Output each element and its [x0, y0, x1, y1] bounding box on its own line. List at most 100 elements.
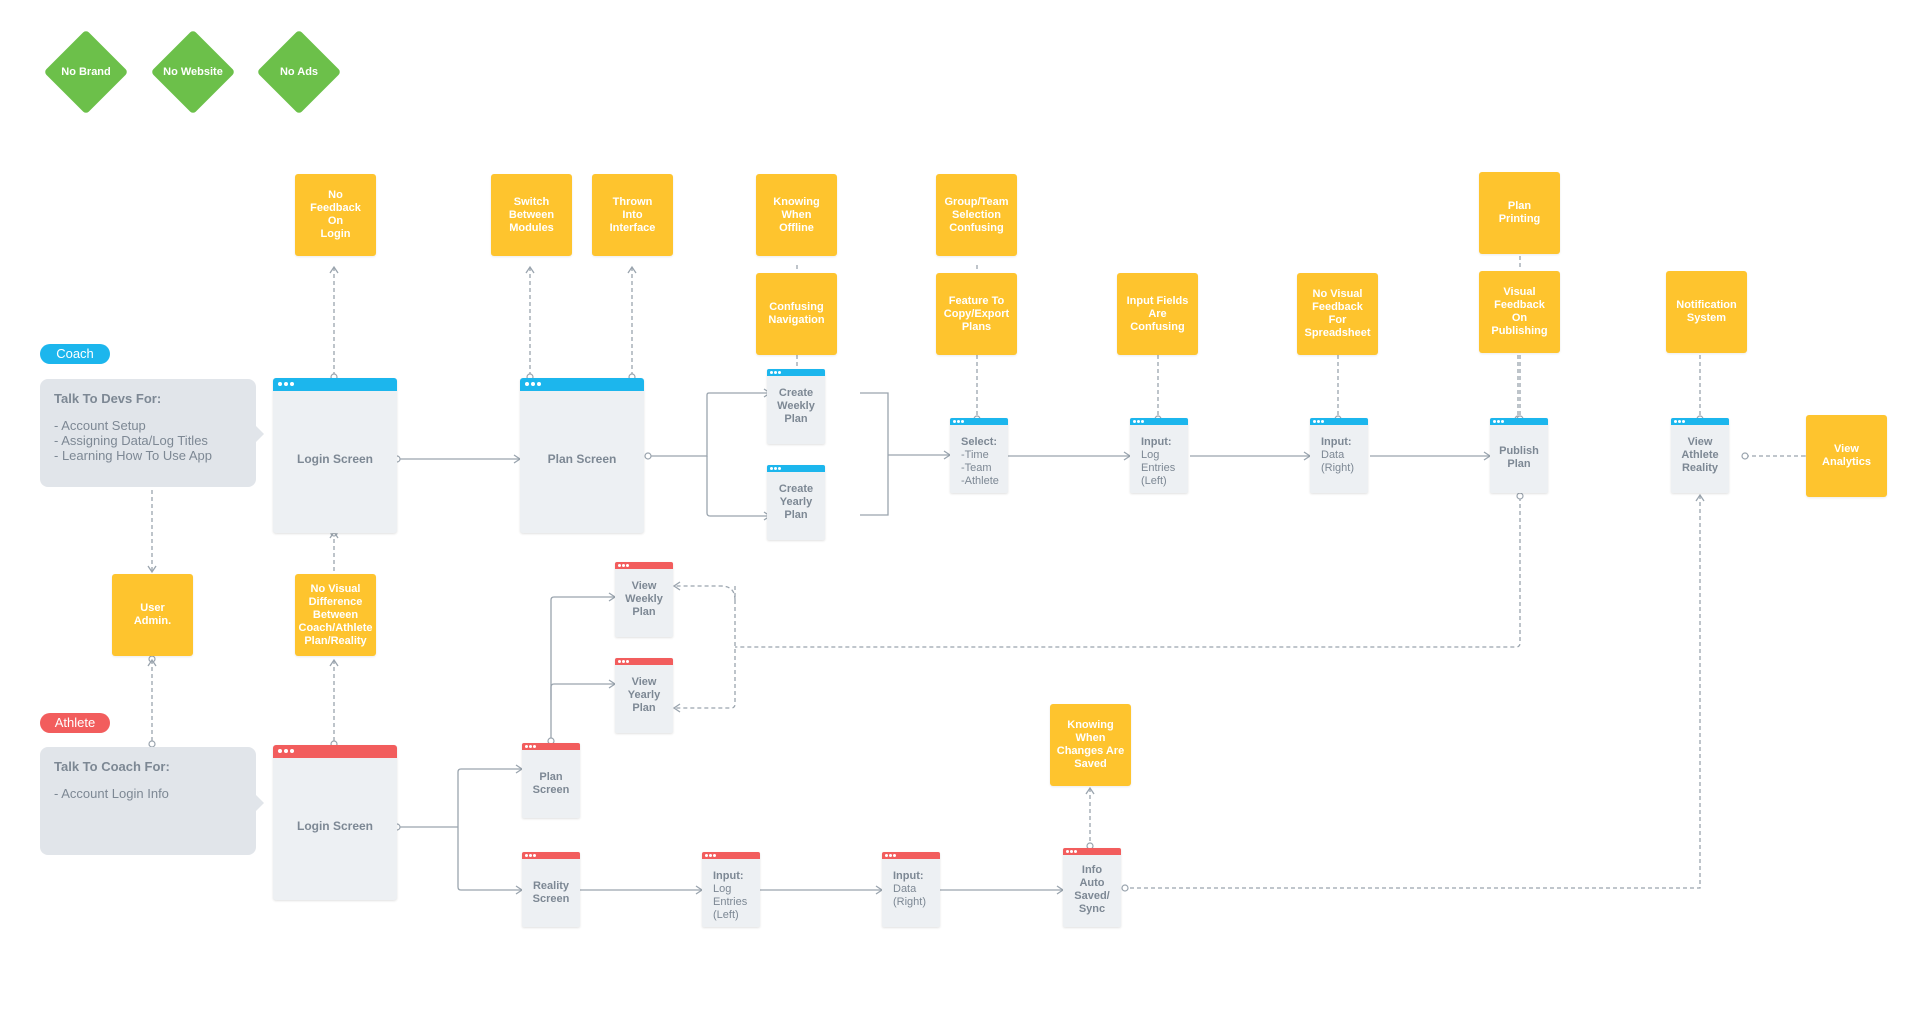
window-title-bar — [767, 369, 825, 376]
step-label: Create Weekly Plan — [777, 387, 815, 425]
step-label: Reality Screen — [532, 880, 570, 905]
window-title-bar — [882, 852, 940, 859]
step-label: View Athlete Reality — [1681, 436, 1719, 474]
step-title: Input: — [713, 870, 744, 882]
athlete-input-data-screen[interactable]: Input:Data (Right) — [882, 852, 940, 927]
info-auto-saved-screen[interactable]: Info Auto Saved/ Sync — [1063, 848, 1121, 927]
window-title-bar — [522, 743, 580, 750]
window-title-bar — [702, 852, 760, 859]
window-title-bar — [522, 852, 580, 859]
coach-bubble-line: - Account Setup — [54, 418, 146, 433]
athlete-role-pill: Athlete — [40, 713, 110, 733]
screen-label: Input:Data (Right) — [1321, 436, 1368, 475]
athlete-input-log-entries-screen[interactable]: Input:Log Entries (Left) — [702, 852, 760, 927]
screen-label: View Weekly Plan — [615, 580, 673, 619]
coach-bubble-line: - Assigning Data/Log Titles — [54, 433, 208, 448]
window-title-bar — [520, 378, 644, 391]
window-title-bar — [615, 562, 673, 569]
note-switch-modules: Switch Between Modules — [491, 174, 572, 256]
window-title-bar — [767, 465, 825, 472]
create-weekly-plan-screen[interactable]: Create Weekly Plan — [767, 369, 825, 444]
step-label: Create Yearly Plan — [778, 483, 814, 521]
athlete-plan-screen[interactable]: Plan Screen — [522, 743, 580, 818]
step-label: Publish Plan — [1499, 445, 1539, 470]
note-no-visual-feedback-spreadsheet: No Visual Feedback For Spreadsheet — [1297, 273, 1378, 355]
note-knowing-offline: Knowing When Offline — [756, 174, 837, 256]
publish-plan-screen[interactable]: Publish Plan — [1490, 418, 1548, 493]
athlete-bubble-title: Talk To Coach For: — [54, 759, 170, 774]
constraint-label-no-brand: No Brand — [61, 66, 111, 78]
solid-connectors — [397, 392, 1490, 891]
note-plan-printing: Plan Printing — [1479, 172, 1560, 254]
coach-role-pill: Coach — [40, 344, 110, 364]
step-label: View Weekly Plan — [625, 580, 663, 618]
window-title-bar — [273, 378, 397, 391]
coach-bubble-title: Talk To Devs For: — [54, 391, 162, 406]
screen-label: Plan Screen — [522, 771, 580, 797]
window-title-bar — [1130, 418, 1188, 425]
note-thrown-interface: Thrown Into Interface — [592, 174, 673, 256]
input-log-entries-screen[interactable]: Input:Log Entries (Left) — [1130, 418, 1188, 493]
coach-bubble-line: - Learning How To Use App — [54, 448, 213, 463]
view-analytics-button[interactable]: View Analytics — [1806, 415, 1887, 497]
view-weekly-plan-screen[interactable]: View Weekly Plan — [615, 562, 673, 637]
step-body: Log Entries (Left) — [713, 883, 748, 921]
window-title-bar — [1671, 418, 1729, 425]
athlete-login-screen[interactable]: Login Screen — [273, 745, 397, 900]
note-no-feedback-login: No Feedback On Login — [295, 174, 376, 256]
arrowheads — [147, 265, 1813, 895]
coach-login-screen[interactable]: Login Screen — [273, 378, 397, 533]
note-group-team-selection: Group/Team Selection Confusing — [936, 174, 1017, 256]
input-data-screen[interactable]: Input:Data (Right) — [1310, 418, 1368, 493]
step-body: Data (Right) — [893, 883, 927, 908]
screen-label: Publish Plan — [1490, 445, 1548, 471]
screen-label: Create Yearly Plan — [767, 483, 825, 522]
step-title: Input: — [1141, 436, 1172, 448]
select-time-team-athlete-screen[interactable]: Select:-Time -Team -Athlete — [950, 418, 1008, 493]
note-user-admin: User Admin. — [112, 574, 193, 656]
constraint-label-no-website: No Website — [163, 66, 223, 78]
screen-label: Select:-Time -Team -Athlete — [961, 436, 1008, 488]
screen-label: View Athlete Reality — [1671, 436, 1729, 475]
window-title-bar — [1490, 418, 1548, 425]
screen-label: Login Screen — [296, 452, 373, 466]
screen-label: Login Screen — [296, 819, 373, 833]
note-no-visual-difference: No Visual Difference Between Coach/Athle… — [295, 574, 376, 656]
window-title-bar — [1310, 418, 1368, 425]
coach-bubble-tail — [256, 426, 264, 442]
step-body: -Time -Team -Athlete — [961, 449, 999, 487]
screen-label: Reality Screen — [522, 880, 580, 906]
window-title-bar — [1063, 848, 1121, 855]
step-title: Select: — [961, 436, 998, 448]
screen-label: Input:Log Entries (Left) — [1141, 436, 1188, 488]
screen-label: Input:Data (Right) — [893, 870, 940, 909]
coach-plan-screen[interactable]: Plan Screen — [520, 378, 644, 533]
reality-screen[interactable]: Reality Screen — [522, 852, 580, 927]
athlete-talk-bubble: Talk To Coach For: - Account Login Info — [40, 747, 256, 855]
note-input-fields-confusing: Input Fields Are Confusing — [1117, 273, 1198, 355]
screen-label: View Yearly Plan — [615, 676, 673, 715]
create-yearly-plan-screen[interactable]: Create Yearly Plan — [767, 465, 825, 540]
step-title: Input: — [893, 870, 924, 882]
window-title-bar — [615, 658, 673, 665]
note-copy-export-plans: Feature To Copy/Export Plans — [936, 273, 1017, 355]
note-knowing-changes-saved: Knowing When Changes Are Saved — [1050, 704, 1131, 786]
screen-label: Info Auto Saved/ Sync — [1063, 864, 1121, 916]
screen-label: Input:Log Entries (Left) — [713, 870, 760, 922]
note-visual-feedback-publishing: Visual Feedback On Publishing — [1479, 271, 1560, 353]
coach-talk-bubble: Talk To Devs For: - Account Setup - Assi… — [40, 379, 256, 487]
step-body: Data (Right) — [1321, 449, 1355, 474]
note-confusing-navigation: Confusing Navigation — [756, 273, 837, 355]
athlete-bubble-line: - Account Login Info — [54, 786, 169, 801]
view-yearly-plan-screen[interactable]: View Yearly Plan — [615, 658, 673, 733]
screen-label: Create Weekly Plan — [767, 387, 825, 426]
step-body: Log Entries (Left) — [1141, 449, 1176, 487]
step-label: Plan Screen — [532, 771, 570, 796]
window-title-bar — [273, 745, 397, 758]
athlete-bubble-tail — [256, 795, 264, 811]
screen-label: Plan Screen — [547, 452, 617, 466]
step-title: Input: — [1321, 436, 1352, 448]
step-label: View Yearly Plan — [627, 676, 661, 714]
view-athlete-reality-screen[interactable]: View Athlete Reality — [1671, 418, 1729, 493]
